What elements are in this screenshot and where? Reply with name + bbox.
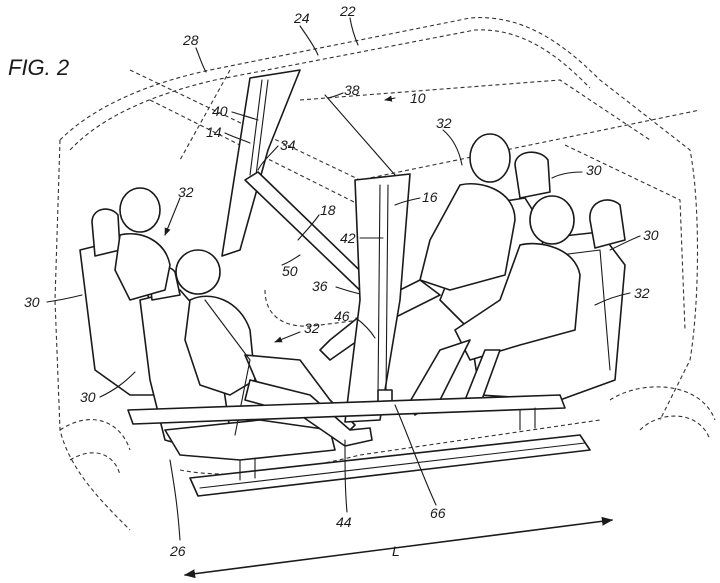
front-occupant-rear-left: [115, 188, 170, 300]
ref-46: 46: [334, 308, 350, 324]
ref-26: 26: [169, 543, 186, 559]
ref-34: 34: [280, 137, 296, 153]
center-pillar-16: [345, 174, 410, 422]
ref-36: 36: [312, 278, 328, 294]
ref-24: 24: [293, 10, 310, 26]
ref-32-left: 32: [178, 184, 194, 200]
ref-42: 42: [340, 230, 356, 246]
ref-30-bottom: 30: [80, 389, 96, 405]
ref-L: L: [392, 543, 400, 559]
front-pillar-14: [222, 70, 300, 256]
ref-50: 50: [282, 263, 298, 279]
ref-10: 10: [410, 90, 426, 106]
ref-28: 28: [182, 32, 199, 48]
ref-30-top: 30: [586, 162, 602, 178]
ref-44: 44: [336, 514, 352, 530]
ref-32-top: 32: [436, 115, 452, 131]
ref-16: 16: [422, 189, 438, 205]
ref-18: 18: [320, 202, 336, 218]
ref-22: 22: [339, 3, 356, 19]
ref-66: 66: [430, 505, 446, 521]
ref-30-left: 30: [24, 294, 40, 310]
ref-14: 14: [206, 124, 222, 140]
ref-38: 38: [344, 82, 360, 98]
ref-40: 40: [212, 103, 228, 119]
ref-32-right: 32: [634, 285, 650, 301]
ref-32-center: 32: [304, 320, 320, 336]
ref-30-right: 30: [643, 227, 659, 243]
figure-title: FIG. 2: [8, 55, 69, 80]
roof-member-38: [325, 95, 395, 175]
